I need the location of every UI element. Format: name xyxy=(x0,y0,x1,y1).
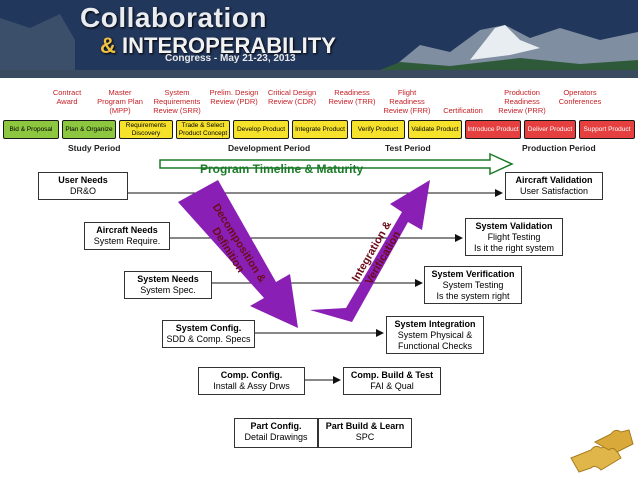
box-system-integration-sub2: Functional Checks xyxy=(397,341,473,351)
box-system-needs-head: System Needs xyxy=(137,274,199,284)
milestone-frr: Flight Readiness Review (FRR) xyxy=(383,88,431,115)
box-user-needs: User Needs DR&O xyxy=(38,172,128,200)
phase-verify-product: Verify Product xyxy=(351,120,405,139)
box-part-config-sub: Detail Drawings xyxy=(244,432,308,442)
phase-requirements-discovery: Requirements Discovery xyxy=(119,120,173,139)
box-aircraft-validation-head: Aircraft Validation xyxy=(515,175,593,185)
period-study: Study Period xyxy=(68,143,121,153)
phase-support-product: Support Product xyxy=(579,120,635,139)
box-system-config: System Config. SDD & Comp. Specs xyxy=(162,320,255,348)
box-system-integration-sub: System Physical & xyxy=(397,330,473,340)
milestone-mpp: Master Program Plan (MPP) xyxy=(97,88,143,115)
box-comp-build-test-head: Comp. Build & Test xyxy=(350,370,434,380)
box-system-integration-head: System Integration xyxy=(394,319,476,329)
phase-plan-organize: Plan & Organize xyxy=(62,120,116,139)
box-comp-config-head: Comp. Config. xyxy=(220,370,283,380)
banner-ampersand: & xyxy=(100,33,116,58)
box-aircraft-validation: Aircraft Validation User Satisfaction xyxy=(505,172,603,200)
mountain-scenery xyxy=(0,0,638,78)
box-aircraft-validation-sub: User Satisfaction xyxy=(519,186,589,196)
integration-arrow xyxy=(310,180,430,322)
milestone-srr: System Requirements Review (SRR) xyxy=(153,88,201,115)
box-system-validation: System Validation Flight Testing Is it t… xyxy=(465,218,563,256)
banner-interoperability: INTEROPERABILITY xyxy=(115,33,336,58)
banner-title: Collaboration xyxy=(80,2,267,33)
phase-develop-product: Develop Product xyxy=(233,120,289,139)
box-part-config: Part Config. Detail Drawings xyxy=(234,418,318,448)
box-part-build-learn-sub: SPC xyxy=(355,432,375,442)
conference-banner: Collaboration & INTEROPERABILITY Congres… xyxy=(0,0,638,78)
period-test: Test Period xyxy=(385,143,431,153)
milestone-pdr: Prelim. Design Review (PDR) xyxy=(209,88,259,106)
box-system-verification-sub: System Testing xyxy=(442,280,504,290)
milestone-prr: Production Readiness Review (PRR) xyxy=(498,88,546,115)
box-system-verification-sub2: Is the system right xyxy=(436,291,510,301)
timeline-arrow xyxy=(159,152,514,176)
phase-deliver-product: Deliver Product xyxy=(524,120,576,139)
box-system-validation-sub2: Is it the right system xyxy=(473,243,555,253)
box-system-config-sub: SDD & Comp. Specs xyxy=(166,334,251,344)
box-system-config-head: System Config. xyxy=(175,323,242,333)
box-part-build-learn-head: Part Build & Learn xyxy=(325,421,405,431)
box-part-build-learn: Part Build & Learn SPC xyxy=(318,418,412,448)
box-system-validation-sub: Flight Testing xyxy=(487,232,541,242)
milestone-cdr: Critical Design Review (CDR) xyxy=(267,88,317,106)
puzzle-pieces-icon xyxy=(570,429,634,473)
box-comp-build-test-sub: FAI & Qual xyxy=(370,381,414,391)
box-system-integration: System Integration System Physical & Fun… xyxy=(386,316,484,354)
box-system-verification: System Verification System Testing Is th… xyxy=(424,266,522,304)
period-production: Production Period xyxy=(522,143,596,153)
milestone-certification: Certification xyxy=(443,106,483,115)
box-aircraft-needs-head: Aircraft Needs xyxy=(96,225,158,235)
box-comp-config: Comp. Config. Install & Assy Drws xyxy=(198,367,305,395)
phase-integrate-product: Integrate Product xyxy=(292,120,348,139)
box-system-needs: System Needs System Spec. xyxy=(124,271,212,299)
banner-congress-dates: Congress - May 21-23, 2013 xyxy=(165,53,296,64)
milestone-operators-conferences: Operators Conferences xyxy=(558,88,602,106)
box-part-config-head: Part Config. xyxy=(250,421,302,431)
box-aircraft-needs: Aircraft Needs System Require. xyxy=(84,222,170,250)
milestone-contract-award: Contract Award xyxy=(52,88,82,106)
phase-bid-proposal: Bid & Proposal xyxy=(3,120,59,139)
phase-introduce-product: Introduce Product xyxy=(465,120,521,139)
banner-subtitle-line: & INTEROPERABILITY xyxy=(100,33,336,59)
timeline-title: Program Timeline & Maturity xyxy=(200,162,364,176)
box-user-needs-head: User Needs xyxy=(58,175,108,185)
phase-validate-product: Validate Product xyxy=(408,120,462,139)
milestone-trr: Readiness Review (TRR) xyxy=(328,88,376,106)
box-system-needs-sub: System Spec. xyxy=(140,285,196,295)
box-user-needs-sub: DR&O xyxy=(69,186,96,196)
box-comp-build-test: Comp. Build & Test FAI & Qual xyxy=(343,367,441,395)
box-system-verification-head: System Verification xyxy=(431,269,515,279)
box-system-validation-head: System Validation xyxy=(475,221,553,231)
period-development: Development Period xyxy=(228,143,311,153)
decomposition-arrow xyxy=(178,180,298,328)
phase-trade-select: Trade & Select Product Concept xyxy=(176,120,230,139)
box-comp-config-sub: Install & Assy Drws xyxy=(213,381,290,391)
box-aircraft-needs-sub: System Require. xyxy=(93,236,161,246)
